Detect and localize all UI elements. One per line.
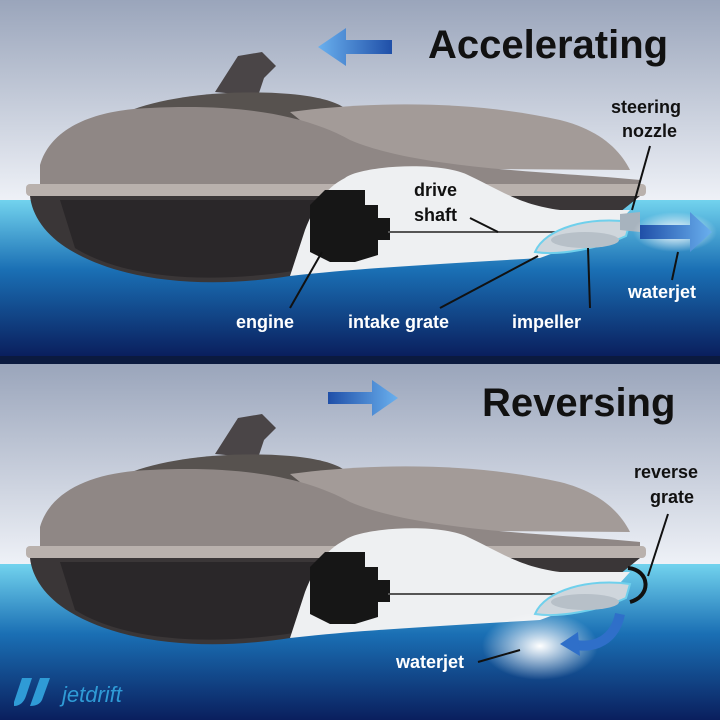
- title-accelerating: Accelerating: [428, 23, 668, 67]
- pointer-reverse-grate: [647, 513, 669, 577]
- reverse-waterjet-arrowhead: [560, 632, 580, 656]
- engine: [310, 190, 390, 262]
- handlebar: [215, 414, 276, 458]
- impeller: [551, 594, 619, 610]
- accelerating-illustration: Accelerating: [0, 0, 720, 356]
- label-waterjet-top: waterjet: [627, 282, 696, 302]
- panel-divider: [0, 356, 720, 364]
- hull-shadow: [60, 200, 330, 278]
- label-steering-line2: nozzle: [622, 121, 677, 141]
- waterjet-arrow: [640, 212, 712, 252]
- reverse-grate: [627, 566, 648, 604]
- pointer-waterjet: [671, 251, 679, 281]
- handlebar: [215, 52, 276, 96]
- reverse-direction-arrow: [328, 380, 398, 416]
- reversing-panel: Reversing reverse grate waterj: [0, 364, 720, 720]
- hull-shadow: [60, 562, 330, 640]
- pointer-engine: [289, 251, 323, 309]
- upper-body: [40, 469, 640, 558]
- waterjet-spray: [482, 612, 598, 680]
- upper-body: [40, 107, 640, 196]
- label-steering-line1: steering: [611, 97, 681, 117]
- accelerating-panel: Accelerating: [0, 0, 720, 356]
- impeller: [551, 232, 619, 248]
- engine: [310, 552, 390, 624]
- label-waterjet-bottom: waterjet: [395, 652, 464, 672]
- label-impeller: impeller: [512, 312, 581, 332]
- forward-direction-arrow: [318, 28, 392, 66]
- brand-name: jetdrift: [59, 682, 123, 707]
- label-engine: engine: [236, 312, 294, 332]
- label-reverse-line1: reverse: [634, 462, 698, 482]
- pointer-impeller: [587, 247, 591, 309]
- pointer-intake: [439, 255, 539, 309]
- label-reverse-line2: grate: [650, 487, 694, 507]
- pointer-steering: [631, 145, 651, 211]
- reversing-illustration: Reversing reverse grate waterj: [0, 364, 720, 720]
- label-drive-line1: drive: [414, 180, 457, 200]
- title-reversing: Reversing: [482, 381, 675, 425]
- pointer-waterjet: [477, 649, 521, 663]
- jetdrift-logo-icon: [14, 678, 50, 706]
- pointer-drive-shaft: [469, 217, 499, 233]
- label-intake-grate: intake grate: [348, 312, 449, 332]
- label-drive-line2: shaft: [414, 205, 457, 225]
